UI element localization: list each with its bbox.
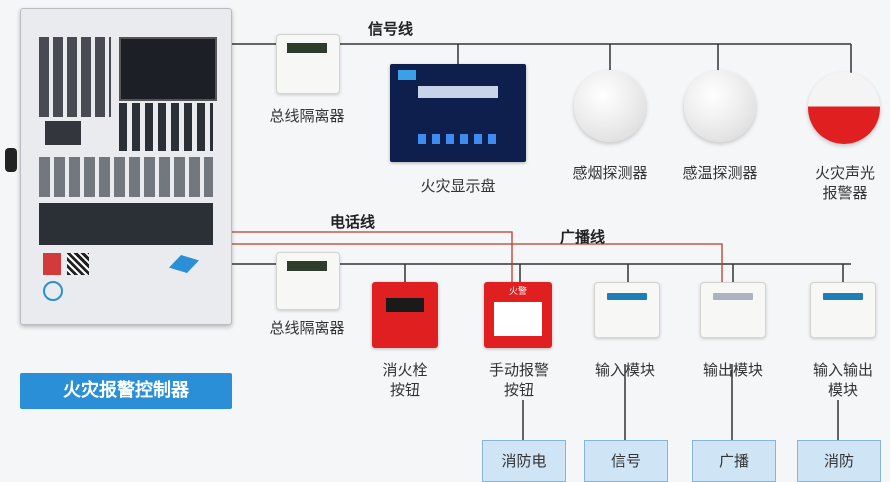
- linked-box-2: 信号: [584, 440, 668, 482]
- button-grid-left: [39, 37, 111, 117]
- io-module: [810, 282, 876, 338]
- lower-door: [39, 203, 213, 245]
- broadcast-line-label: 广播线: [560, 228, 606, 246]
- fire-display-label: 火灾显示盘: [420, 177, 496, 195]
- hydrant-label-2: 按钮: [389, 381, 420, 399]
- hydrant-label-1: 消火栓: [382, 361, 428, 379]
- controller-panel: [20, 8, 232, 325]
- led-rows: [39, 157, 213, 197]
- signal-line-label: 信号线: [368, 20, 414, 38]
- output-module-label: 输出模块: [702, 361, 763, 379]
- input-module: [594, 282, 660, 338]
- alarm-sounder-label-1: 火灾声光: [814, 164, 875, 182]
- broadcast-line: [232, 243, 723, 282]
- bus-isolator-bottom-label: 总线隔离器: [269, 319, 345, 337]
- linked-box-3: 广播: [692, 440, 776, 482]
- display-screen: [418, 86, 498, 98]
- smoke-detector-icon: [574, 70, 646, 142]
- linked-box-1: 消防电: [482, 440, 566, 482]
- alarm-sounder-label-2: 报警器: [822, 184, 868, 202]
- phone-handset-icon: [5, 148, 17, 172]
- company-logo-icon: [169, 255, 199, 273]
- siren-icon: [808, 72, 880, 144]
- warning-label-icon: [43, 253, 61, 275]
- manual-window: [494, 302, 542, 336]
- io-module-label-1: 输入输出: [812, 361, 873, 379]
- isolator-window: [287, 261, 327, 271]
- io-module-label-2: 模块: [827, 381, 858, 399]
- bus-isolator-bottom: [276, 252, 340, 310]
- phone-line: [232, 231, 513, 282]
- manual-alarm-label-2: 按钮: [503, 381, 534, 399]
- input-module-strip: [607, 293, 647, 300]
- isolator-window: [287, 43, 327, 53]
- manual-tag: 火警: [508, 287, 527, 297]
- hydrant-button: [372, 282, 438, 348]
- phone-line-label: 电话线: [330, 213, 376, 231]
- smoke-detector-label: 感烟探测器: [572, 164, 648, 182]
- output-module: [700, 282, 766, 338]
- output-module-strip: [713, 293, 753, 300]
- linked-box-4: 消防: [797, 440, 881, 482]
- bus-isolator-top: [276, 34, 340, 94]
- display-led-row: [418, 134, 502, 144]
- ce-mark: [43, 281, 63, 301]
- input-module-label: 输入模块: [594, 361, 655, 379]
- heat-detector-icon: [684, 70, 756, 142]
- hydrant-window: [386, 298, 424, 312]
- lcd-screen: [119, 37, 217, 101]
- manual-alarm-button: 火警: [484, 282, 552, 348]
- bus-isolator-top-label: 总线隔离器: [269, 107, 345, 125]
- fire-display-panel: [390, 64, 526, 162]
- display-logo-icon: [398, 70, 416, 80]
- controller-title: 火灾报警控制器: [20, 373, 232, 409]
- keypad: [119, 103, 213, 151]
- printer-slot: [45, 121, 81, 145]
- heat-detector-label: 感温探测器: [682, 164, 758, 182]
- manual-alarm-label-1: 手动报警: [488, 361, 549, 379]
- qr-code-icon: [67, 253, 89, 275]
- io-module-strip: [823, 293, 863, 300]
